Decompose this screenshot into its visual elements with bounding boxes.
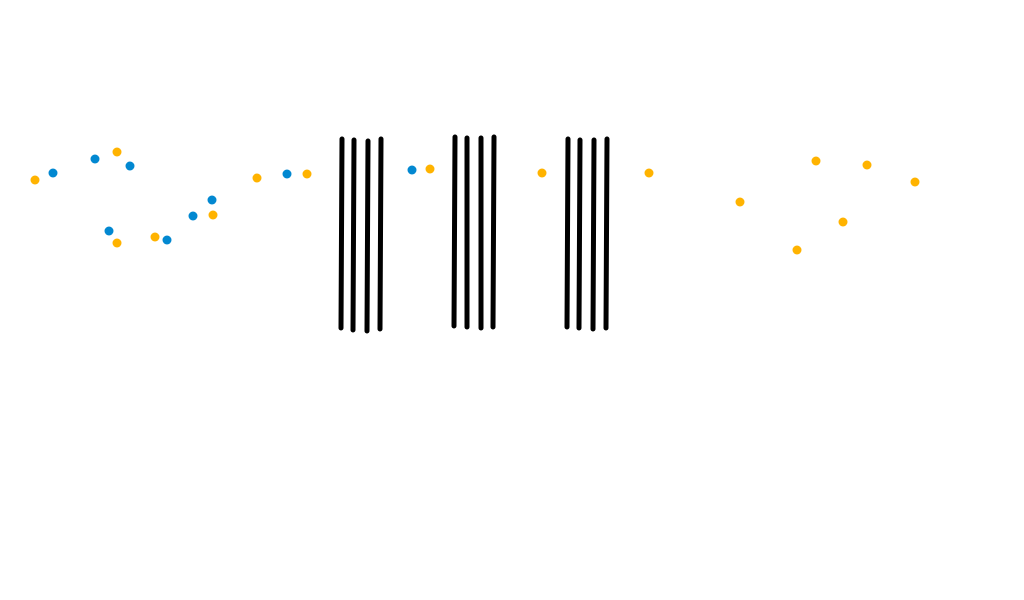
- gate-bar[interactable]: [451, 134, 458, 329]
- amber-dot[interactable]: [30, 175, 40, 185]
- gate-bar[interactable]: [350, 137, 357, 333]
- blue-dot[interactable]: [282, 169, 292, 179]
- blue-dot[interactable]: [90, 154, 100, 164]
- gate-3-bars: [564, 136, 610, 332]
- dots-layer: [30, 147, 920, 255]
- gate-1-bars: [338, 136, 384, 334]
- amber-dot[interactable]: [862, 160, 872, 170]
- amber-dot[interactable]: [537, 168, 547, 178]
- amber-dot[interactable]: [302, 169, 312, 179]
- gate-bar[interactable]: [338, 136, 345, 331]
- amber-dot[interactable]: [425, 164, 435, 174]
- gate-2-bars: [451, 134, 497, 331]
- gate-bar[interactable]: [590, 137, 597, 332]
- amber-dot[interactable]: [792, 245, 802, 255]
- gate-bar[interactable]: [377, 136, 384, 332]
- blue-dot[interactable]: [125, 161, 135, 171]
- amber-dot[interactable]: [735, 197, 745, 207]
- amber-dot[interactable]: [910, 177, 920, 187]
- gate-bar[interactable]: [364, 138, 371, 334]
- amber-dot[interactable]: [112, 238, 122, 248]
- gates-layer: [338, 134, 610, 334]
- amber-dot[interactable]: [811, 156, 821, 166]
- blue-dot[interactable]: [48, 168, 58, 178]
- amber-dot[interactable]: [644, 168, 654, 178]
- amber-dot[interactable]: [150, 232, 160, 242]
- blue-dot[interactable]: [104, 226, 114, 236]
- gate-bar[interactable]: [576, 137, 583, 331]
- blue-dot[interactable]: [207, 195, 217, 205]
- amber-dot[interactable]: [112, 147, 122, 157]
- blue-dot[interactable]: [407, 165, 417, 175]
- blue-dot[interactable]: [162, 235, 172, 245]
- blue-dot[interactable]: [188, 211, 198, 221]
- gate-bar[interactable]: [603, 136, 610, 331]
- gate-bar[interactable]: [490, 134, 497, 330]
- gate-bar[interactable]: [564, 136, 571, 330]
- amber-dot[interactable]: [838, 217, 848, 227]
- amber-dot[interactable]: [208, 210, 218, 220]
- amber-dot[interactable]: [252, 173, 262, 183]
